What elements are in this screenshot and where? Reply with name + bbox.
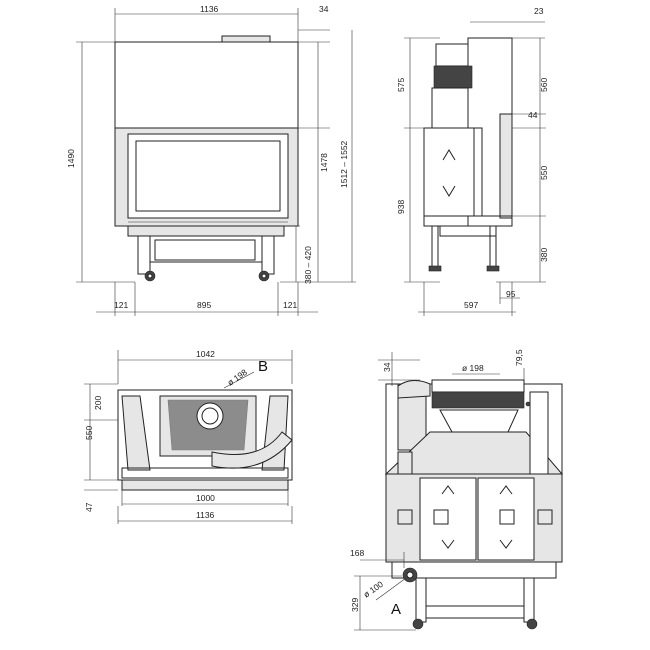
front-height-total: 1490: [66, 149, 76, 168]
rear-top-gap: 34: [382, 362, 392, 372]
top-width-top: 1042: [196, 349, 215, 359]
front-leg-range: 380 – 420: [303, 246, 313, 284]
front-top-gap: 34: [319, 4, 329, 14]
front-height-body: 1478: [319, 153, 329, 172]
front-view: 1136 34 1490 1478 1512 – 1552: [66, 4, 356, 316]
rear-inlet-height: 329: [350, 598, 360, 612]
side-upper-left: 575: [396, 78, 406, 92]
top-depth-front: 200: [93, 396, 103, 410]
front-width-top: 1136: [200, 4, 219, 14]
side-view: 23 575 938 560 44 550 380: [396, 6, 549, 316]
rear-offset-top: 79,5: [514, 349, 524, 366]
front-side-right: 121: [283, 300, 297, 310]
rear-inlet-offset: 168: [350, 548, 364, 558]
side-depth: 597: [464, 300, 478, 310]
top-depth-total: 550: [84, 426, 94, 440]
front-height-range: 1512 – 1552: [339, 140, 349, 188]
rear-inlet-dia: ø 100: [361, 579, 385, 600]
side-offset: 44: [528, 110, 538, 120]
label-b: B: [258, 358, 268, 375]
rear-pipe-dia: ø 198: [462, 363, 484, 373]
side-foot-depth: 95: [506, 289, 516, 299]
front-side-left: 121: [114, 300, 128, 310]
top-pipe-dia: ø 198: [225, 367, 249, 388]
top-front-gap: 47: [84, 502, 94, 512]
side-lower-left: 938: [396, 200, 406, 214]
top-glass-width: 1000: [196, 493, 215, 503]
rear-view: 34 ø 198 79,5: [350, 349, 564, 631]
side-leg-right: 380: [539, 248, 549, 262]
side-top-gap: 23: [534, 6, 544, 16]
side-door-height: 550: [539, 166, 549, 180]
top-width-bottom: 1136: [196, 510, 215, 520]
side-upper-right: 560: [539, 78, 549, 92]
label-a: A: [391, 601, 401, 618]
front-inner-width: 895: [197, 300, 211, 310]
top-view: 1042 B ø 198 200 550 47 1000 1136: [84, 349, 293, 524]
